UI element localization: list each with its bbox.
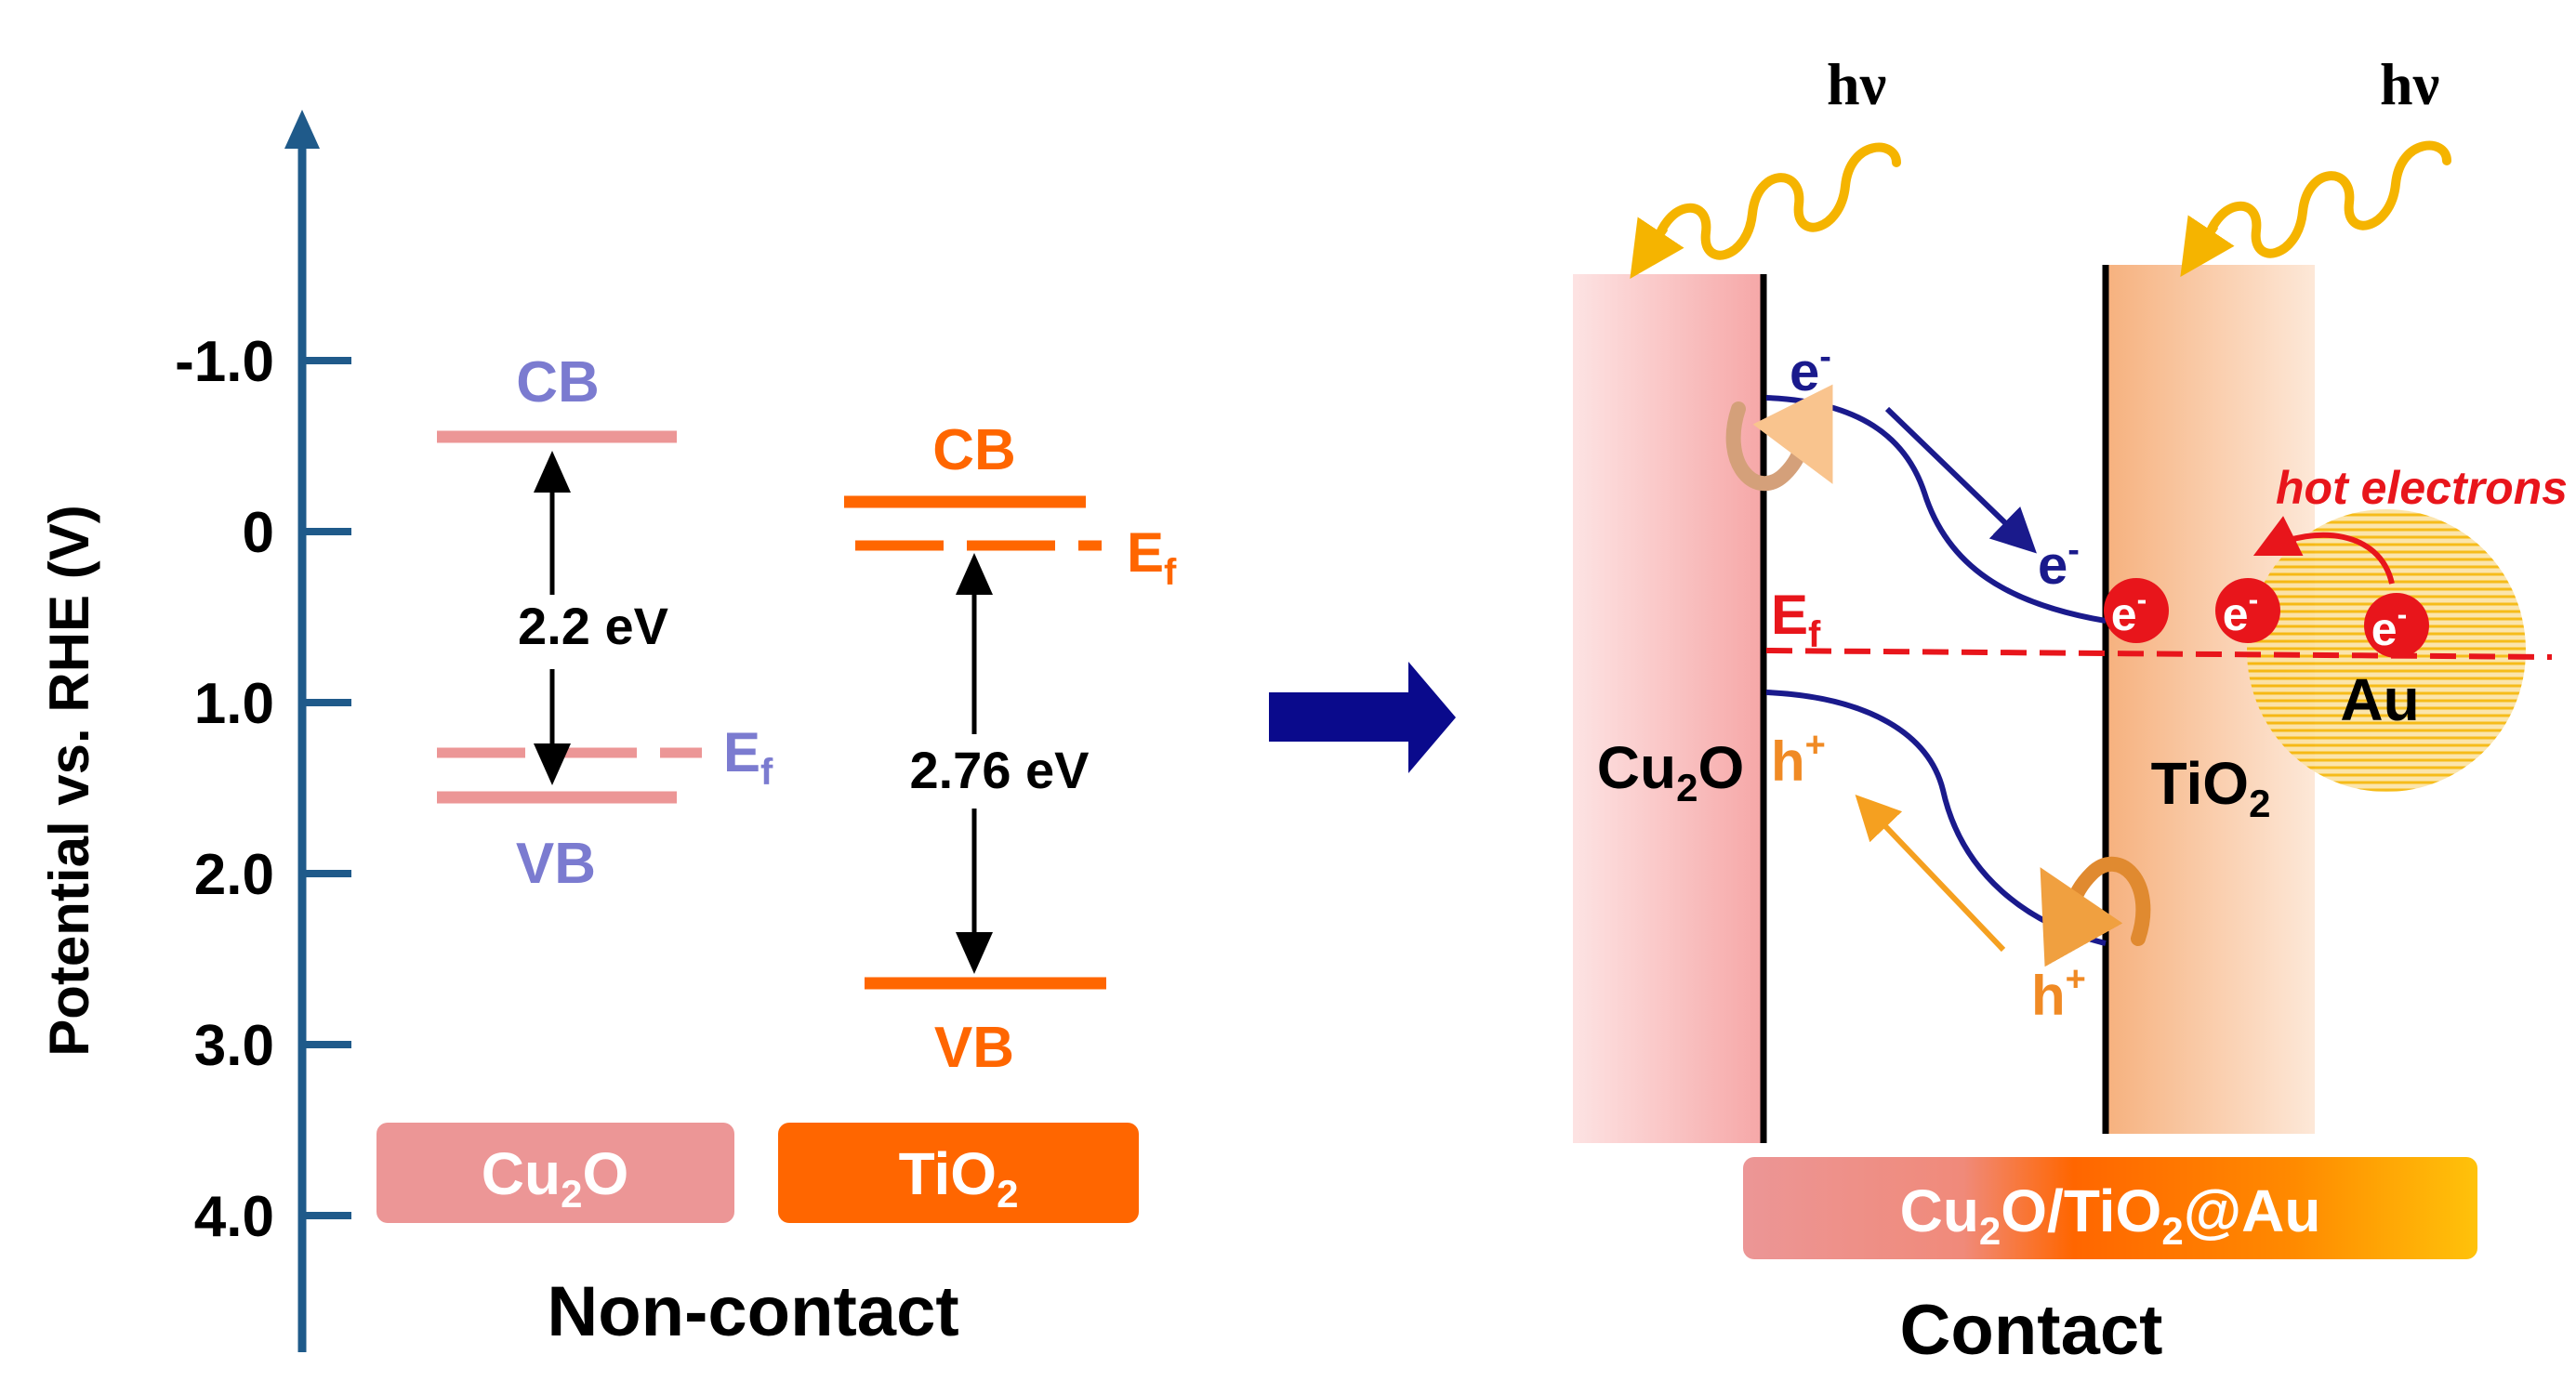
non-contact-panel: -1.001.02.03.04.0 Potential vs. RHE (V) …	[38, 110, 1177, 1352]
cu2o-cb-label: CB	[516, 350, 600, 414]
valence-band-curve	[1765, 690, 2107, 946]
contact-fermi-label: Ef	[1771, 584, 1821, 655]
hot-electrons-label: hot electrons	[2276, 462, 2568, 514]
cu2o-box	[376, 1123, 734, 1223]
tio2-box-label: TiO2	[899, 1140, 1019, 1216]
electron-transfer-arrow	[1884, 406, 2037, 554]
tio2-fermi-label: Ef	[1127, 521, 1177, 593]
axis-ticks: -1.0 0 1.0 2.0 3.0 4.0	[175, 330, 351, 1249]
potential-axis-arrowhead	[284, 110, 320, 149]
svg-text:e-: e-	[2111, 583, 2147, 640]
axis-tick-label: 2.0	[194, 843, 274, 907]
transition-arrow	[1269, 662, 1456, 773]
axis-tick-label: 0	[243, 501, 274, 565]
axis-tick-label: -1.0	[175, 330, 274, 394]
hole-label-cu2o: h+	[1771, 726, 1826, 793]
hot-electron-arrow	[2252, 516, 2395, 585]
conduction-band-curve	[1765, 395, 2107, 624]
cu2o-fermi-label: Ef	[723, 721, 773, 793]
composite-box	[1743, 1157, 2477, 1259]
light-wave-left-arrowhead	[1630, 217, 1684, 279]
non-contact-caption: Non-contact	[547, 1272, 958, 1351]
electron-label-tio2: e-	[2038, 531, 2080, 596]
tio2-box	[778, 1123, 1139, 1223]
axis-label: Potential vs. RHE (V)	[38, 505, 100, 1056]
light-wave-right	[2200, 140, 2451, 258]
light-wave-left	[1650, 142, 1901, 260]
contact-caption: Contact	[1900, 1291, 2163, 1370]
contact-panel: Au Ef e- e- h+ h+ e- e- e-	[1573, 51, 2568, 1370]
axis-tick-label: 3.0	[194, 1014, 274, 1078]
tio2-excitation-arrowhead	[2040, 867, 2123, 967]
svg-text:e-: e-	[2223, 583, 2258, 640]
fermi-level-line	[1765, 648, 2553, 660]
hole-transfer-arrow	[1855, 794, 2006, 953]
hv-label-left: hν	[1827, 51, 1886, 117]
cu2o-gap-label: 2.2 eV	[518, 597, 668, 655]
cu2o-slab-label: Cu2O	[1597, 734, 1744, 809]
cu2o-excitation-arrowhead	[1752, 384, 1833, 484]
axis-tick-label: 4.0	[194, 1185, 274, 1249]
cu2o-box-label: Cu2O	[482, 1140, 628, 1216]
au-label: Au	[2340, 666, 2419, 733]
tio2-vb-label: VB	[934, 1016, 1014, 1080]
light-wave-right-arrowhead	[2180, 215, 2235, 277]
tio2-cb-label: CB	[932, 418, 1016, 482]
tio2-gap-label: 2.76 eV	[909, 741, 1089, 799]
electron-badge-middle: e-	[2215, 578, 2280, 643]
hv-label-right: hν	[2380, 51, 2439, 117]
axis-tick-label: 1.0	[194, 672, 274, 736]
cu2o-vb-label: VB	[516, 832, 596, 896]
hole-label-tio2: h+	[2031, 960, 2086, 1027]
svg-text:e-: e-	[2371, 598, 2407, 655]
composite-label: Cu2O/TiO2@Au	[1900, 1177, 2321, 1253]
electron-label-cu2o: e-	[1790, 337, 1831, 402]
tio2-slab-label: TiO2	[2151, 750, 2271, 825]
electron-badge-interface: e-	[2104, 578, 2169, 643]
electron-badge-au: e-	[2364, 593, 2429, 658]
